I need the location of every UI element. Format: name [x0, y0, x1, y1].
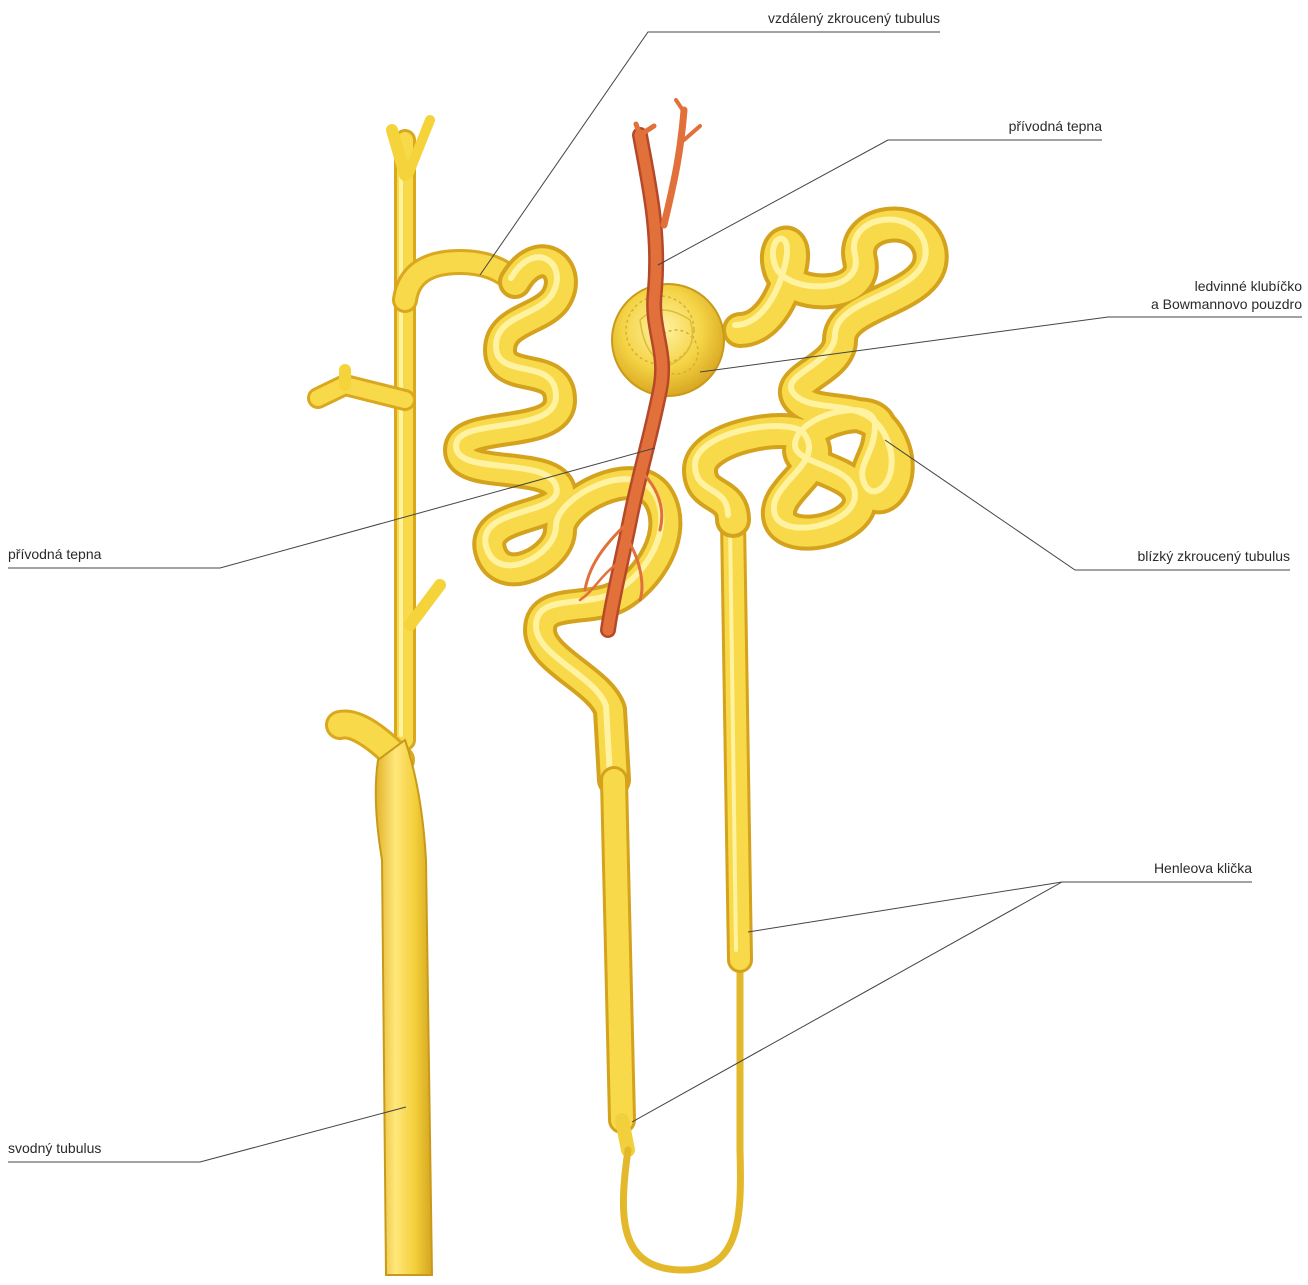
label-loop-of-henle: Henleova klička [1154, 860, 1252, 877]
leader-loop-of-henle [748, 882, 1252, 932]
label-collecting-duct: svodný tubulus [8, 1140, 101, 1157]
collecting-duct [318, 120, 515, 1275]
leader-loop-of-henle-2 [632, 882, 1062, 1122]
label-glomerulus-line1: ledvinné klubíčko [1195, 278, 1302, 295]
label-glomerulus-line2: a Bowmannovo pouzdro [1151, 296, 1302, 313]
label-proximal-tubule: blízký zkroucený tubulus [1137, 548, 1290, 565]
label-distal-tubule: vzdálený zkroucený tubulus [768, 10, 940, 27]
label-afferent-artery-top: přívodná tepna [1009, 118, 1102, 135]
loop-of-henle [614, 520, 740, 1270]
leader-glomerulus [700, 317, 1302, 372]
proximal-tubule-coils [695, 220, 931, 533]
label-afferent-artery-left: přívodná tepna [8, 546, 101, 563]
